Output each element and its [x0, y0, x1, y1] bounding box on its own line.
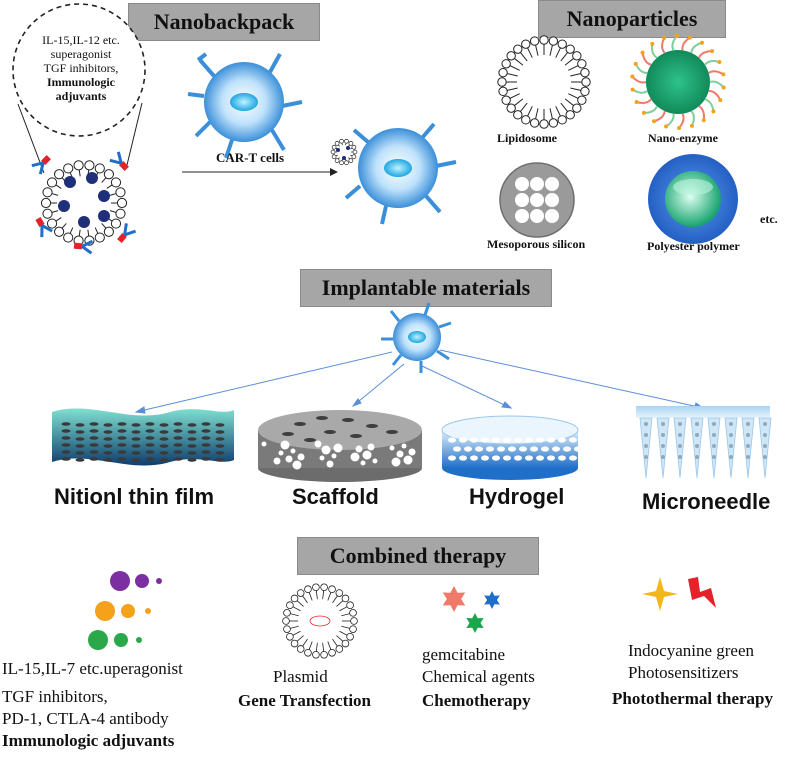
col4-title: Photothermal therapy	[612, 689, 774, 708]
col3-line-2: Chemical agents	[422, 667, 535, 686]
car-t-cell	[187, 52, 303, 159]
gene-transfection-text: Plasmid Gene Transfection	[238, 666, 408, 712]
col4-line-2: Photosensitizers	[628, 663, 739, 682]
nitinol-film-label: Nitionl thin film	[54, 484, 215, 509]
nanobackpack-header: Nanobackpack	[128, 3, 320, 41]
polyester-polymer-label: Polyester polymer	[647, 239, 740, 253]
etc-label: etc.	[760, 212, 778, 226]
immunologic-text: IL-15,IL-7 etc.uperagonist TGF inhibitor…	[2, 658, 242, 752]
cargo-line-3: TGF inhibitors,	[43, 61, 119, 75]
scaffold-graphic	[258, 410, 422, 482]
photothermal-icons	[642, 577, 716, 611]
small-backpack-liposome	[330, 138, 358, 166]
chemotherapy-text: gemcitabine Chemical agents Chemotherapy	[422, 644, 592, 712]
immunologic-dots	[88, 571, 162, 650]
col2-title: Gene Transfection	[238, 691, 371, 710]
nano-enzyme-graphic	[630, 34, 726, 130]
col3-title: Chemotherapy	[422, 691, 531, 710]
nano-enzyme-label: Nano-enzyme	[648, 131, 718, 145]
lipidosome-graphic	[497, 35, 591, 129]
cargo-line-4: Immunologic	[46, 75, 115, 89]
chemotherapy-stars	[442, 586, 500, 633]
nanobackpack-liposome	[31, 151, 137, 255]
polyester-polymer-graphic	[648, 154, 738, 244]
combined-therapy-header: Combined therapy	[297, 537, 539, 575]
col2-line-1: Plasmid	[273, 667, 328, 686]
four-point-star-icon	[642, 577, 678, 611]
plasmid-liposome	[282, 583, 358, 659]
col1-line-2: TGF inhibitors,	[2, 687, 108, 706]
hydrogel-label: Hydrogel	[469, 484, 565, 509]
cargo-line-1: IL-15,IL-12 etc.	[42, 33, 120, 47]
nanoparticles-header: Nanoparticles	[538, 0, 726, 38]
lipidosome-label: Lipidosome	[497, 131, 558, 145]
col1-line-1: IL-15,IL-7 etc.uperagonist	[2, 659, 183, 678]
implantable-materials-header: Implantable materials	[300, 269, 552, 307]
col1-line-3: PD-1, CTLA-4 antibody	[2, 709, 169, 728]
col3-line-1: gemcitabine	[422, 645, 506, 664]
implant-arrows	[134, 349, 705, 414]
cargo-line-5: adjuvants	[55, 89, 107, 103]
cargo-bubble-text: IL-15,IL-12 etc. superagonist TGF inhibi…	[26, 33, 136, 103]
photothermal-text: Indocyanine green Photosensitizers Photo…	[612, 640, 808, 710]
car-t-label: CAR-T cells	[216, 150, 285, 165]
mesoporous-silicon-graphic	[499, 162, 575, 238]
car-t-cell-with-backpack	[344, 122, 457, 225]
microneedle-label: Microneedle	[642, 489, 771, 514]
implant-cell	[381, 302, 452, 373]
col4-line-1: Indocyanine green	[628, 641, 755, 660]
lightning-bolt-icon	[688, 577, 716, 608]
nitinol-film-graphic	[52, 408, 234, 466]
col1-title: Immunologic adjuvants	[2, 731, 175, 750]
microneedle-graphic	[636, 406, 772, 479]
mesoporous-silicon-label: Mesoporous silicon	[487, 237, 586, 251]
hydrogel-graphic	[441, 415, 582, 480]
scaffold-label: Scaffold	[292, 484, 379, 509]
cargo-line-2: superagonist	[50, 47, 112, 61]
cargo-bubble	[12, 3, 146, 137]
